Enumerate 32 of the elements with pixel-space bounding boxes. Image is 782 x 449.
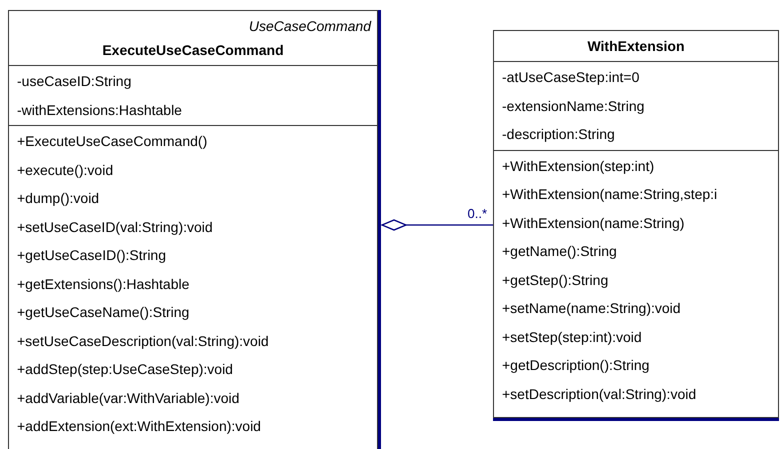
member-text: +getDescription():String	[502, 356, 650, 375]
member-text: -atUseCaseStep:int=0	[502, 68, 640, 87]
class-name: WithExtension	[586, 37, 686, 56]
member-text: +getUseCaseID():String	[17, 246, 168, 265]
multiplicity-label: 0..*	[467, 207, 487, 221]
member-text: +addVariable(var:WithVariable):void	[17, 388, 240, 408]
member-text: +addStep(step:UseCaseStep):void	[17, 360, 234, 379]
member-text: +addExtension(ext:WithExtension):void	[17, 417, 262, 436]
class-box	[493, 30, 779, 418]
member-text: +execute():void	[17, 160, 114, 180]
member-text: +setName(name:String):void	[502, 299, 682, 318]
member-text: -extensionName:String	[502, 96, 646, 116]
member-text: +getName():String	[502, 242, 618, 261]
member-text: +setDescription(val:String):void	[502, 384, 698, 404]
member-text: +getExtensions():Hashtable	[17, 274, 190, 294]
member-text: -description:String	[502, 125, 616, 144]
member-text: +WithExtension(name:String,step:i	[502, 185, 718, 204]
member-text: -useCaseID:String	[17, 72, 132, 91]
member-text: +getStep():String	[502, 270, 610, 290]
member-text: +WithExtension(step:int)	[502, 156, 656, 176]
class-name: ExecuteUseCaseCommand	[101, 41, 285, 60]
member-text: +getUseCaseName():String	[17, 303, 190, 322]
aggregation-line	[381, 219, 493, 231]
member-text: +setUseCaseDescription(val:String):void	[17, 332, 270, 351]
member-text: +WithExtension(name:String)	[502, 214, 686, 233]
member-text: +dump():void	[17, 189, 100, 208]
member-text: +setUseCaseID(val:String):void	[17, 218, 214, 237]
member-text: +setStep(step:int):void	[502, 328, 643, 347]
member-text: -withExtensions:Hashtable	[17, 100, 183, 120]
member-text: +ExecuteUseCaseCommand()	[17, 132, 208, 151]
parent-class-name: UseCaseCommand	[248, 17, 372, 36]
class-box	[8, 10, 378, 449]
